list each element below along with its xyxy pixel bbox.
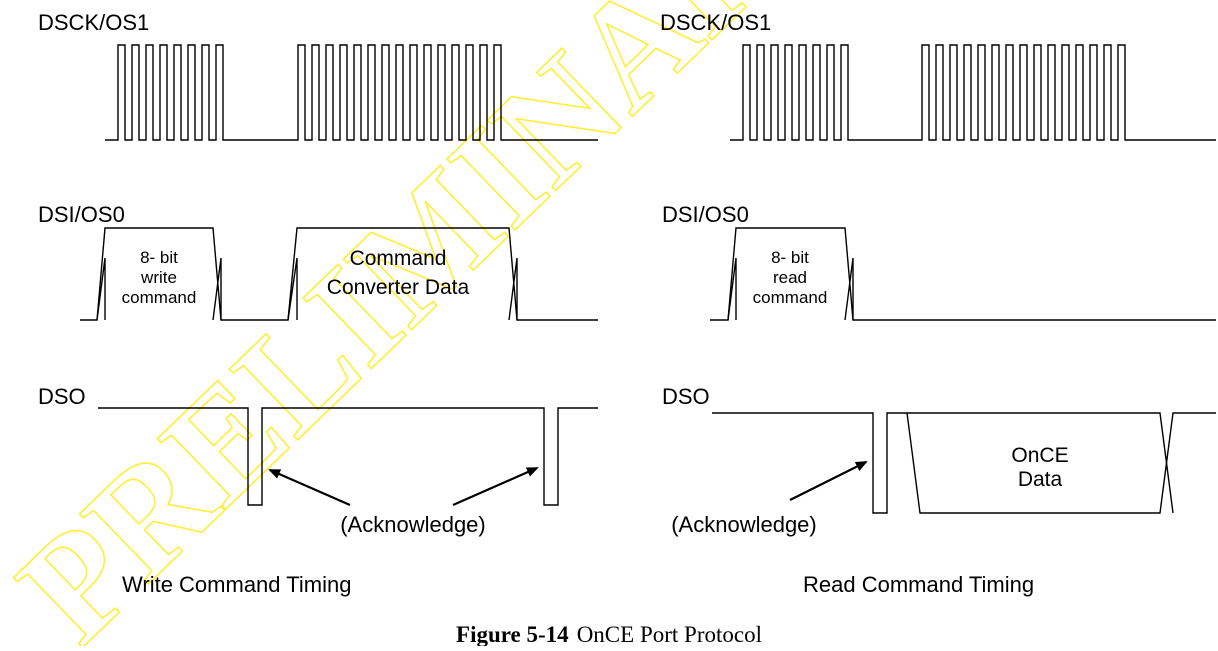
read-data-out-label: DSO xyxy=(662,384,710,409)
read-clock-waveform xyxy=(730,44,1216,141)
read-payload-line-1: OnCE xyxy=(1011,444,1068,467)
write-data-out-waveform xyxy=(98,407,598,506)
read-panel-title: Read Command Timing xyxy=(803,572,1034,597)
write-ack-arrow-2 xyxy=(452,466,539,507)
read-ack-label: (Acknowledge) xyxy=(671,512,817,537)
figure-title: OnCE Port Protocol xyxy=(577,622,762,646)
read-clock-label: DSCK/OS1 xyxy=(660,10,771,35)
write-data-in-waveform xyxy=(80,227,598,321)
write-command-panel: DSCK/OS1 DSI/OS0 8- bit write command Co… xyxy=(38,10,598,597)
write-command-line-2: write xyxy=(140,268,177,287)
read-data-in-label: DSI/OS0 xyxy=(662,202,749,227)
clock-pulse-train xyxy=(730,44,1216,141)
write-data-in-label: DSI/OS0 xyxy=(38,202,125,227)
write-panel-title: Write Command Timing xyxy=(122,572,351,597)
write-clock-label: DSCK/OS1 xyxy=(38,10,149,35)
read-command-line-1: 8- bit xyxy=(771,248,809,267)
write-clock-waveform xyxy=(105,44,598,141)
read-command-panel: DSCK/OS1 DSI/OS0 8- bit read command DSO… xyxy=(660,10,1216,597)
read-data-out-waveform xyxy=(712,412,1216,514)
write-data-out-label: DSO xyxy=(38,384,86,409)
write-payload-line-1: Command xyxy=(350,247,447,270)
write-ack-arrow-1 xyxy=(268,468,351,507)
write-ack-label: (Acknowledge) xyxy=(340,512,486,537)
write-command-line-3: command xyxy=(122,288,197,307)
write-payload-line-2: Converter Data xyxy=(327,276,470,299)
read-payload-line-2: Data xyxy=(1018,468,1063,491)
figure-caption: Figure 5-14 OnCE Port Protocol xyxy=(456,622,762,646)
read-ack-arrow xyxy=(789,461,868,501)
read-command-line-2: read xyxy=(773,268,807,287)
read-command-line-3: command xyxy=(753,288,828,307)
write-command-line-1: 8- bit xyxy=(140,248,178,267)
read-data-in-waveform xyxy=(710,227,1216,321)
figure-number: Figure 5-14 xyxy=(456,622,569,646)
clock-pulse-train xyxy=(105,44,598,141)
